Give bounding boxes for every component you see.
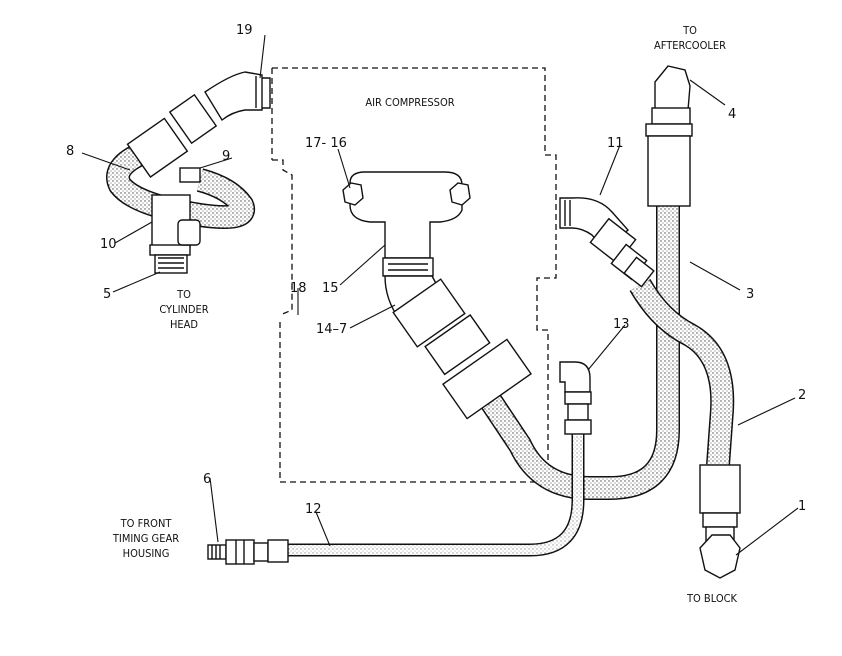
callout-2: 2 [798, 388, 806, 403]
hose-12 [280, 430, 585, 557]
leader-lines [81, 34, 799, 556]
cylinder-head-fittings [126, 71, 271, 274]
callout-5: 5 [103, 287, 111, 302]
callout-12: 12 [305, 502, 322, 517]
label-to-block: TO BLOCK [686, 592, 738, 605]
fitting-4 [645, 65, 693, 207]
callout-9: 9 [222, 149, 230, 164]
label-to-cylinder-head-1: TO [176, 288, 191, 301]
callout-3: 3 [746, 287, 754, 302]
label-air-compressor: AIR COMPRESSOR [365, 96, 454, 109]
label-to-front-timing-gear-3: HOUSING [123, 547, 170, 560]
fitting-1 [699, 464, 741, 579]
fitting-11 [559, 197, 655, 288]
fitting-6 [207, 539, 289, 565]
hose-2 [629, 278, 735, 466]
callout-15: 15 [322, 281, 339, 296]
label-to-front-timing-gear-1: TO FRONT [120, 517, 173, 530]
callout-1: 1 [798, 499, 806, 514]
label-to-cylinder-head-2: CYLINDER [159, 303, 208, 316]
label-to-aftercooler-1: TO [682, 24, 697, 37]
compressor-outlet-fitting [342, 171, 532, 420]
callout-numbers: 4 3 2 1 11 13 19 8 9 10 5 6 12 17- 16 15… [66, 23, 806, 517]
hose-8 [106, 138, 255, 229]
air-compressor-outline [271, 67, 557, 483]
callout-10: 10 [100, 237, 117, 252]
label-to-front-timing-gear-2: TIMING GEAR [112, 532, 179, 545]
hose-3 [460, 205, 680, 500]
text-labels: TO AFTERCOOLER AIR COMPRESSOR TO CYLINDE… [112, 24, 738, 605]
callout-14-7: 14–7 [316, 322, 347, 337]
callout-11: 11 [607, 136, 624, 151]
fitting-13 [559, 361, 592, 435]
callout-17-16: 17- 16 [305, 136, 347, 151]
callout-13: 13 [613, 317, 630, 332]
callout-19: 19 [236, 23, 253, 38]
callout-6: 6 [203, 472, 211, 487]
callout-4: 4 [728, 107, 736, 122]
callout-18: 18 [290, 281, 307, 296]
label-to-aftercooler-2: AFTERCOOLER [654, 39, 726, 52]
callout-8: 8 [66, 144, 74, 159]
label-to-cylinder-head-3: HEAD [170, 318, 198, 331]
